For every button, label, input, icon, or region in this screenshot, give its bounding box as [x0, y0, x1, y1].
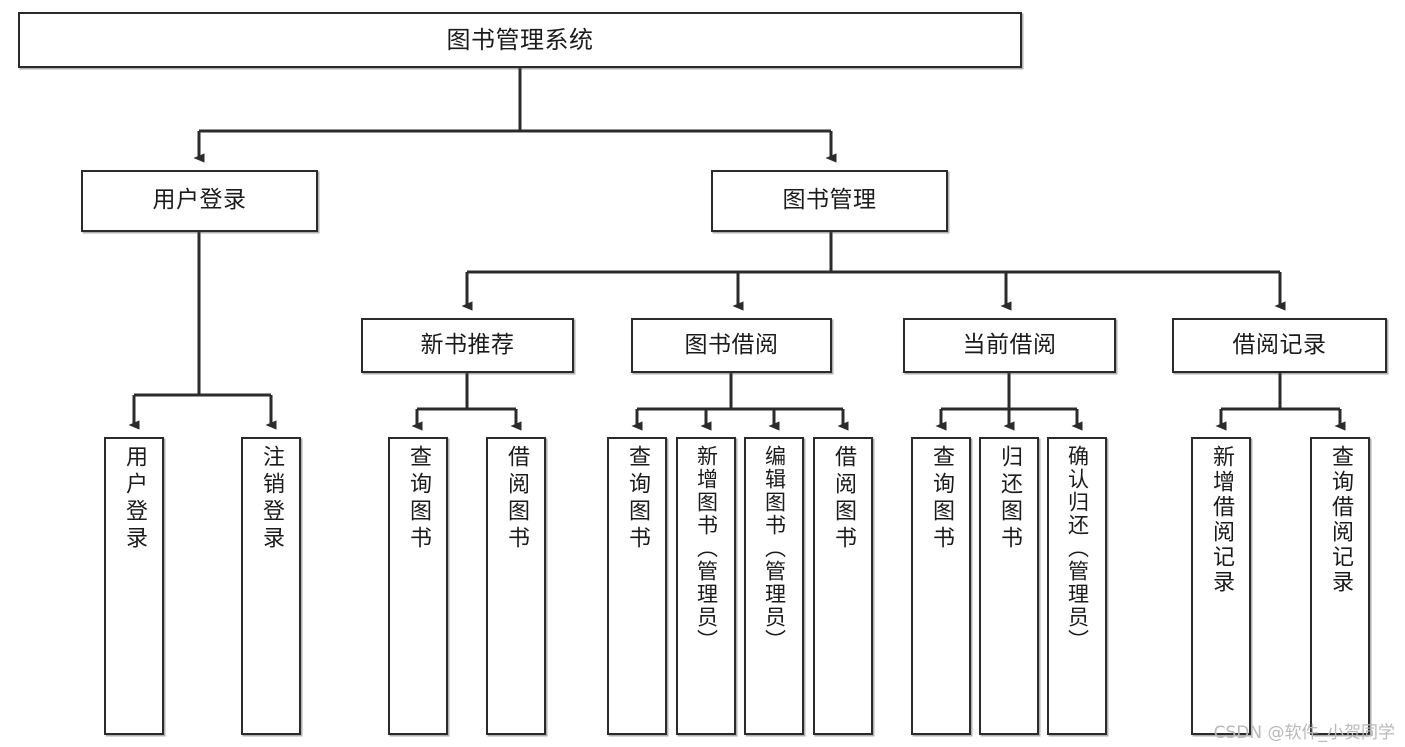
node-label: 注销登录	[259, 445, 284, 553]
node-leaf-query-book-2[interactable]: 查询图书	[607, 437, 667, 735]
node-label: 借阅记录	[1232, 331, 1327, 358]
node-label: 当前借阅	[962, 331, 1057, 358]
node-leaf-confirm-return[interactable]: 确认归还（管理员）	[1047, 437, 1107, 735]
node-label: 查询图书	[929, 445, 954, 553]
csdn-watermark: CSDN @软件_小贺同学	[1213, 723, 1395, 743]
node-label: 用户登录	[122, 445, 147, 553]
node-label: 新增图书（管理员）	[694, 445, 719, 652]
node-leaf-borrow-book-1[interactable]: 借阅图书	[486, 437, 546, 735]
node-book-borrow[interactable]: 图书借阅	[631, 318, 832, 373]
node-label: 确认归还（管理员）	[1065, 445, 1090, 652]
node-label: 图书借阅	[684, 331, 779, 358]
node-label: 图书管理	[782, 187, 877, 214]
node-new-book-recommend[interactable]: 新书推荐	[361, 318, 574, 373]
node-label: 查询借阅记录	[1328, 445, 1353, 595]
node-label: 编辑图书（管理员）	[762, 445, 787, 652]
node-label: 查询图书	[625, 445, 650, 553]
node-user-login[interactable]: 用户登录	[81, 170, 318, 232]
node-label: 查询图书	[406, 445, 431, 553]
node-label: 新增借阅记录	[1209, 445, 1234, 595]
node-leaf-return-book[interactable]: 归还图书	[979, 437, 1039, 735]
node-label: 用户登录	[152, 187, 247, 214]
node-book-management[interactable]: 图书管理	[711, 170, 948, 232]
node-label: 新书推荐	[420, 331, 515, 358]
node-borrow-record[interactable]: 借阅记录	[1172, 318, 1387, 373]
node-leaf-user-login[interactable]: 用户登录	[104, 437, 164, 735]
node-label: 归还图书	[997, 445, 1022, 553]
node-leaf-borrow-book-2[interactable]: 借阅图书	[813, 437, 873, 735]
node-leaf-add-book[interactable]: 新增图书（管理员）	[676, 437, 736, 735]
node-leaf-edit-book[interactable]: 编辑图书（管理员）	[744, 437, 804, 735]
node-leaf-query-book-1[interactable]: 查询图书	[388, 437, 448, 735]
node-leaf-query-book-3[interactable]: 查询图书	[911, 437, 971, 735]
node-leaf-add-record[interactable]: 新增借阅记录	[1191, 437, 1251, 735]
node-label: 借阅图书	[831, 445, 856, 553]
node-label: 借阅图书	[504, 445, 529, 553]
node-root-system[interactable]: 图书管理系统	[18, 12, 1022, 68]
node-leaf-logout-login[interactable]: 注销登录	[241, 437, 301, 735]
node-label: 图书管理系统	[446, 25, 594, 54]
node-leaf-query-record[interactable]: 查询借阅记录	[1310, 437, 1370, 735]
node-current-borrow[interactable]: 当前借阅	[903, 318, 1116, 373]
